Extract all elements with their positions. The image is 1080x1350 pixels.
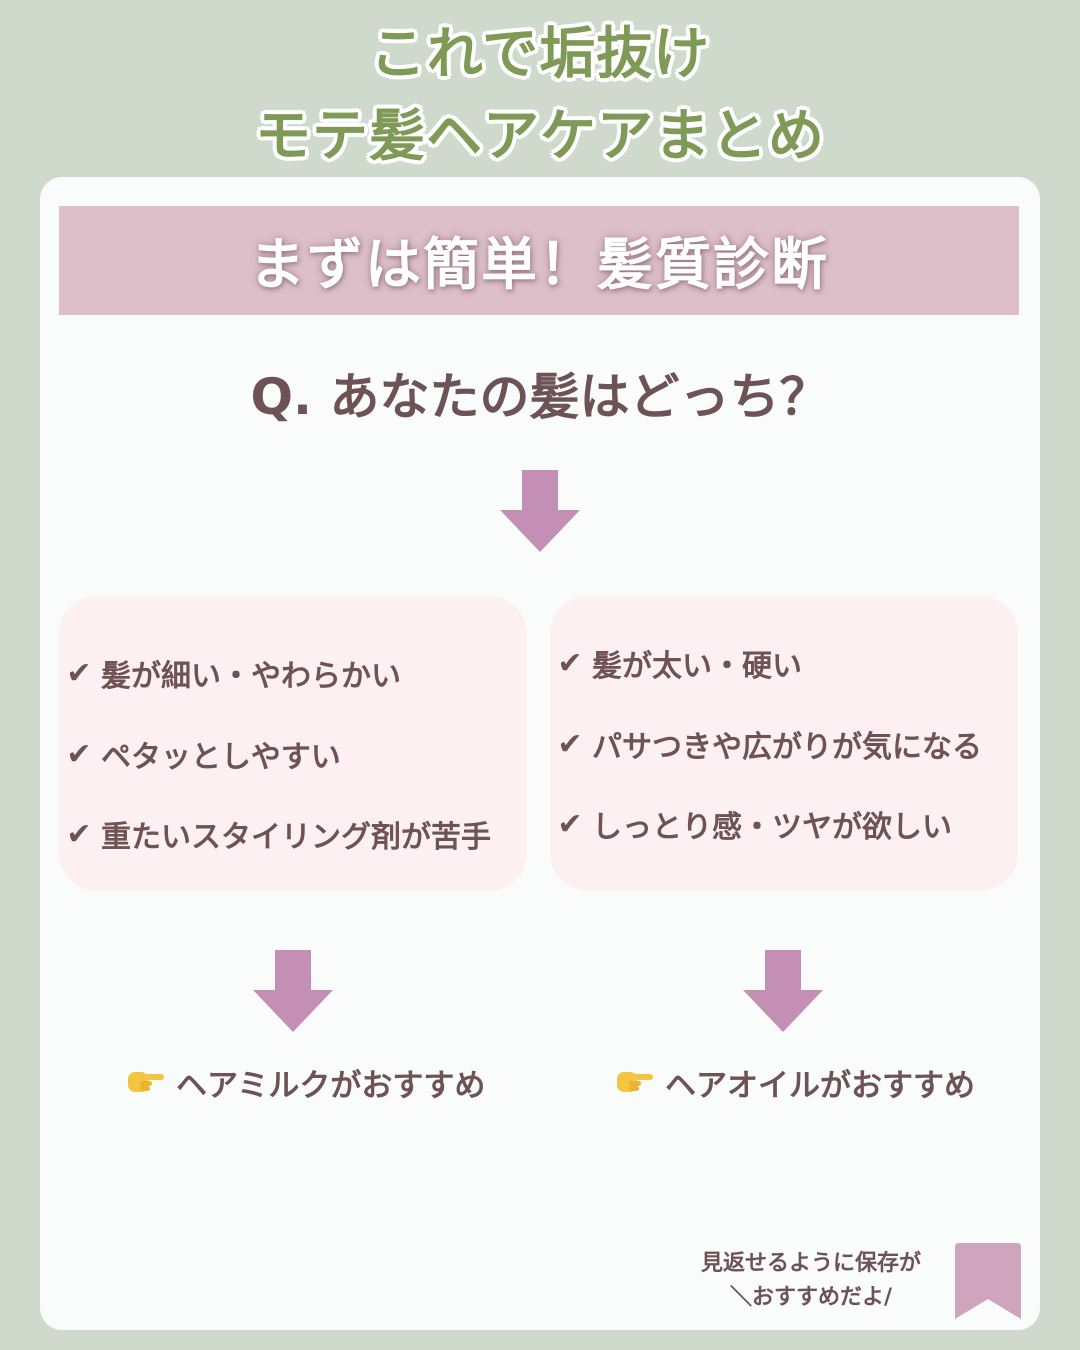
question-heading: Q. あなたの髪はどっち？ bbox=[250, 368, 830, 426]
content-card: まずは簡単！髪質診断 Q. あなたの髪はどっち？ ✔ 髪が細い・やわらかい ✔ … bbox=[40, 177, 1040, 1330]
checklist-item-text: パサつきや広がりが気になる bbox=[592, 730, 982, 765]
check-icon: ✔ bbox=[66, 816, 92, 852]
checklist-item: ✔ ペタッとしやすい bbox=[59, 732, 527, 776]
left-recommendation: ヘアミルクがおすすめ bbox=[126, 1057, 485, 1107]
pointing-hand-icon bbox=[128, 1072, 164, 1092]
check-icon: ✔ bbox=[557, 645, 583, 681]
check-icon: ✔ bbox=[557, 806, 583, 842]
down-arrow-icon bbox=[743, 950, 823, 1032]
save-reminder: 見返せるように保存が ＼おすすめだよ/ bbox=[676, 1247, 946, 1315]
recommendation-text: ヘアミルクがおすすめ bbox=[176, 1067, 486, 1104]
title-line-2: モテ髪ヘアケアまとめ bbox=[255, 104, 825, 169]
checklist-item-text: ペタッとしやすい bbox=[101, 740, 341, 775]
down-arrow-icon bbox=[500, 470, 580, 552]
save-reminder-line-2: ＼おすすめだよ/ bbox=[729, 1285, 893, 1310]
bookmark-icon bbox=[955, 1243, 1021, 1319]
check-icon: ✔ bbox=[557, 726, 583, 762]
down-arrow-icon bbox=[253, 950, 333, 1032]
right-recommendation: ヘアオイルがおすすめ bbox=[615, 1057, 975, 1107]
checklist-item-text: 重たいスタイリング剤が苦手 bbox=[101, 820, 491, 855]
check-icon: ✔ bbox=[66, 655, 92, 691]
check-icon: ✔ bbox=[66, 736, 92, 772]
section-banner: まずは簡単！髪質診断 bbox=[59, 206, 1019, 315]
checklist-item: ✔ 髪が太い・硬い bbox=[550, 641, 1018, 685]
checklist-item-text: 髪が細い・やわらかい bbox=[101, 659, 401, 694]
title-line-1: これで垢抜け bbox=[369, 22, 711, 87]
checklist-item: ✔ しっとり感・ツヤが欲しい bbox=[550, 802, 1018, 846]
thick-hair-checklist: ✔ 髪が太い・硬い ✔ パサつきや広がりが気になる ✔ しっとり感・ツヤが欲しい bbox=[550, 596, 1018, 891]
pointing-hand-icon bbox=[617, 1072, 653, 1092]
checklist-item: ✔ 重たいスタイリング剤が苦手 bbox=[59, 812, 527, 856]
checklist-item: ✔ パサつきや広がりが気になる bbox=[550, 722, 1018, 766]
recommendation-text: ヘアオイルがおすすめ bbox=[665, 1067, 975, 1104]
thin-hair-checklist: ✔ 髪が細い・やわらかい ✔ ペタッとしやすい ✔ 重たいスタイリング剤が苦手 bbox=[59, 596, 527, 891]
checklist-item-text: 髪が太い・硬い bbox=[592, 649, 802, 684]
checklist-item-text: しっとり感・ツヤが欲しい bbox=[592, 810, 952, 845]
save-reminder-line-1: 見返せるように保存が bbox=[700, 1251, 921, 1276]
checklist-item: ✔ 髪が細い・やわらかい bbox=[59, 651, 527, 695]
banner-title: まずは簡単！髪質診断 bbox=[249, 233, 829, 298]
page-title: これで垢抜け モテ髪ヘアケアまとめ bbox=[0, 14, 1080, 178]
